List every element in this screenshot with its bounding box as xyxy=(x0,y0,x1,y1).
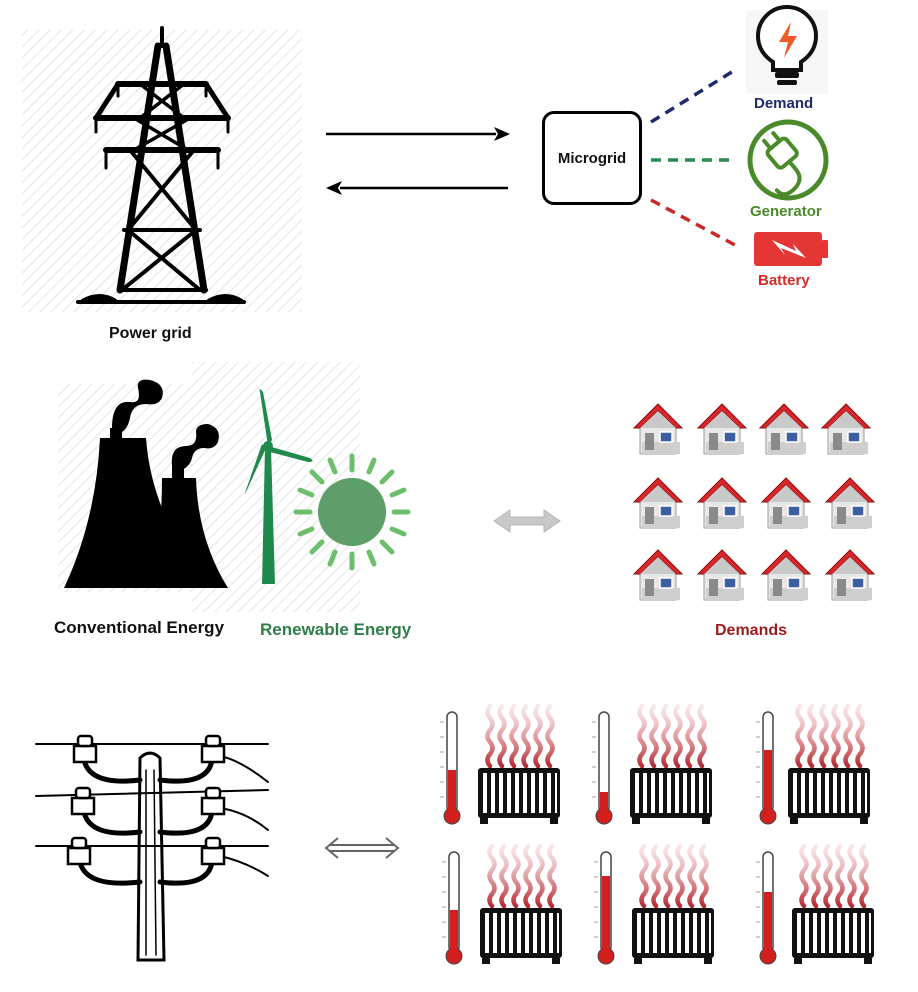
demand-connector xyxy=(650,68,736,124)
demand-label: Demand xyxy=(754,95,814,112)
thermometer-level xyxy=(600,792,608,816)
house-icon xyxy=(697,403,747,455)
microgrid-label: Microgrid xyxy=(557,149,627,167)
house-icon xyxy=(825,477,875,529)
sun-icon xyxy=(293,453,411,571)
radiator-icon xyxy=(630,706,712,824)
radiator-icon xyxy=(478,706,560,824)
thermometer-level xyxy=(764,892,772,956)
thermometer-level xyxy=(764,750,772,816)
grid-to-microgrid-arrow xyxy=(326,127,510,141)
radiator-icon xyxy=(792,846,874,964)
microgrid-to-grid-arrow xyxy=(326,181,508,195)
demands-label: Demands xyxy=(715,622,788,639)
house-icon xyxy=(697,477,747,529)
tower-background xyxy=(22,30,302,312)
house-icon xyxy=(759,403,809,455)
house-icon xyxy=(633,403,683,455)
radiator-icon xyxy=(480,846,562,964)
conventional-energy-label: Conventional Energy xyxy=(54,618,225,637)
house-icon xyxy=(761,477,811,529)
microgrid-node: Microgrid xyxy=(542,111,642,205)
houses-grid xyxy=(633,403,875,601)
renewable-energy-label: Renewable Energy xyxy=(260,620,412,639)
energy-demand-double-arrow xyxy=(493,509,561,533)
heater-unit xyxy=(593,846,714,964)
lightbulb-icon xyxy=(746,5,828,94)
heater-unit xyxy=(439,706,560,824)
radiator-icon xyxy=(632,846,714,964)
radiator-icon xyxy=(788,706,870,824)
thermometer-level xyxy=(602,876,610,956)
generator-label: Generator xyxy=(750,203,822,220)
wind-turbine-icon xyxy=(245,389,313,584)
battery-label: Battery xyxy=(758,272,810,289)
house-icon xyxy=(697,549,747,601)
heater-unit xyxy=(755,846,874,964)
house-icon xyxy=(825,549,875,601)
plug-icon xyxy=(747,119,829,201)
heater-unit xyxy=(755,706,870,824)
house-icon xyxy=(821,403,871,455)
heater-unit xyxy=(441,846,562,964)
power-grid-label: Power grid xyxy=(109,325,192,342)
thermometer-level xyxy=(450,910,458,956)
house-icon xyxy=(761,549,811,601)
house-icon xyxy=(633,477,683,529)
utility-pole-icon xyxy=(35,734,269,962)
heater-unit xyxy=(591,706,712,824)
battery-connector xyxy=(650,198,736,247)
transmission-tower-icon xyxy=(76,26,246,304)
pole-heater-double-arrow xyxy=(324,837,400,859)
power-plant-icon xyxy=(64,379,228,588)
thermometer-level xyxy=(448,770,456,816)
house-icon xyxy=(633,549,683,601)
battery-icon xyxy=(754,232,828,266)
